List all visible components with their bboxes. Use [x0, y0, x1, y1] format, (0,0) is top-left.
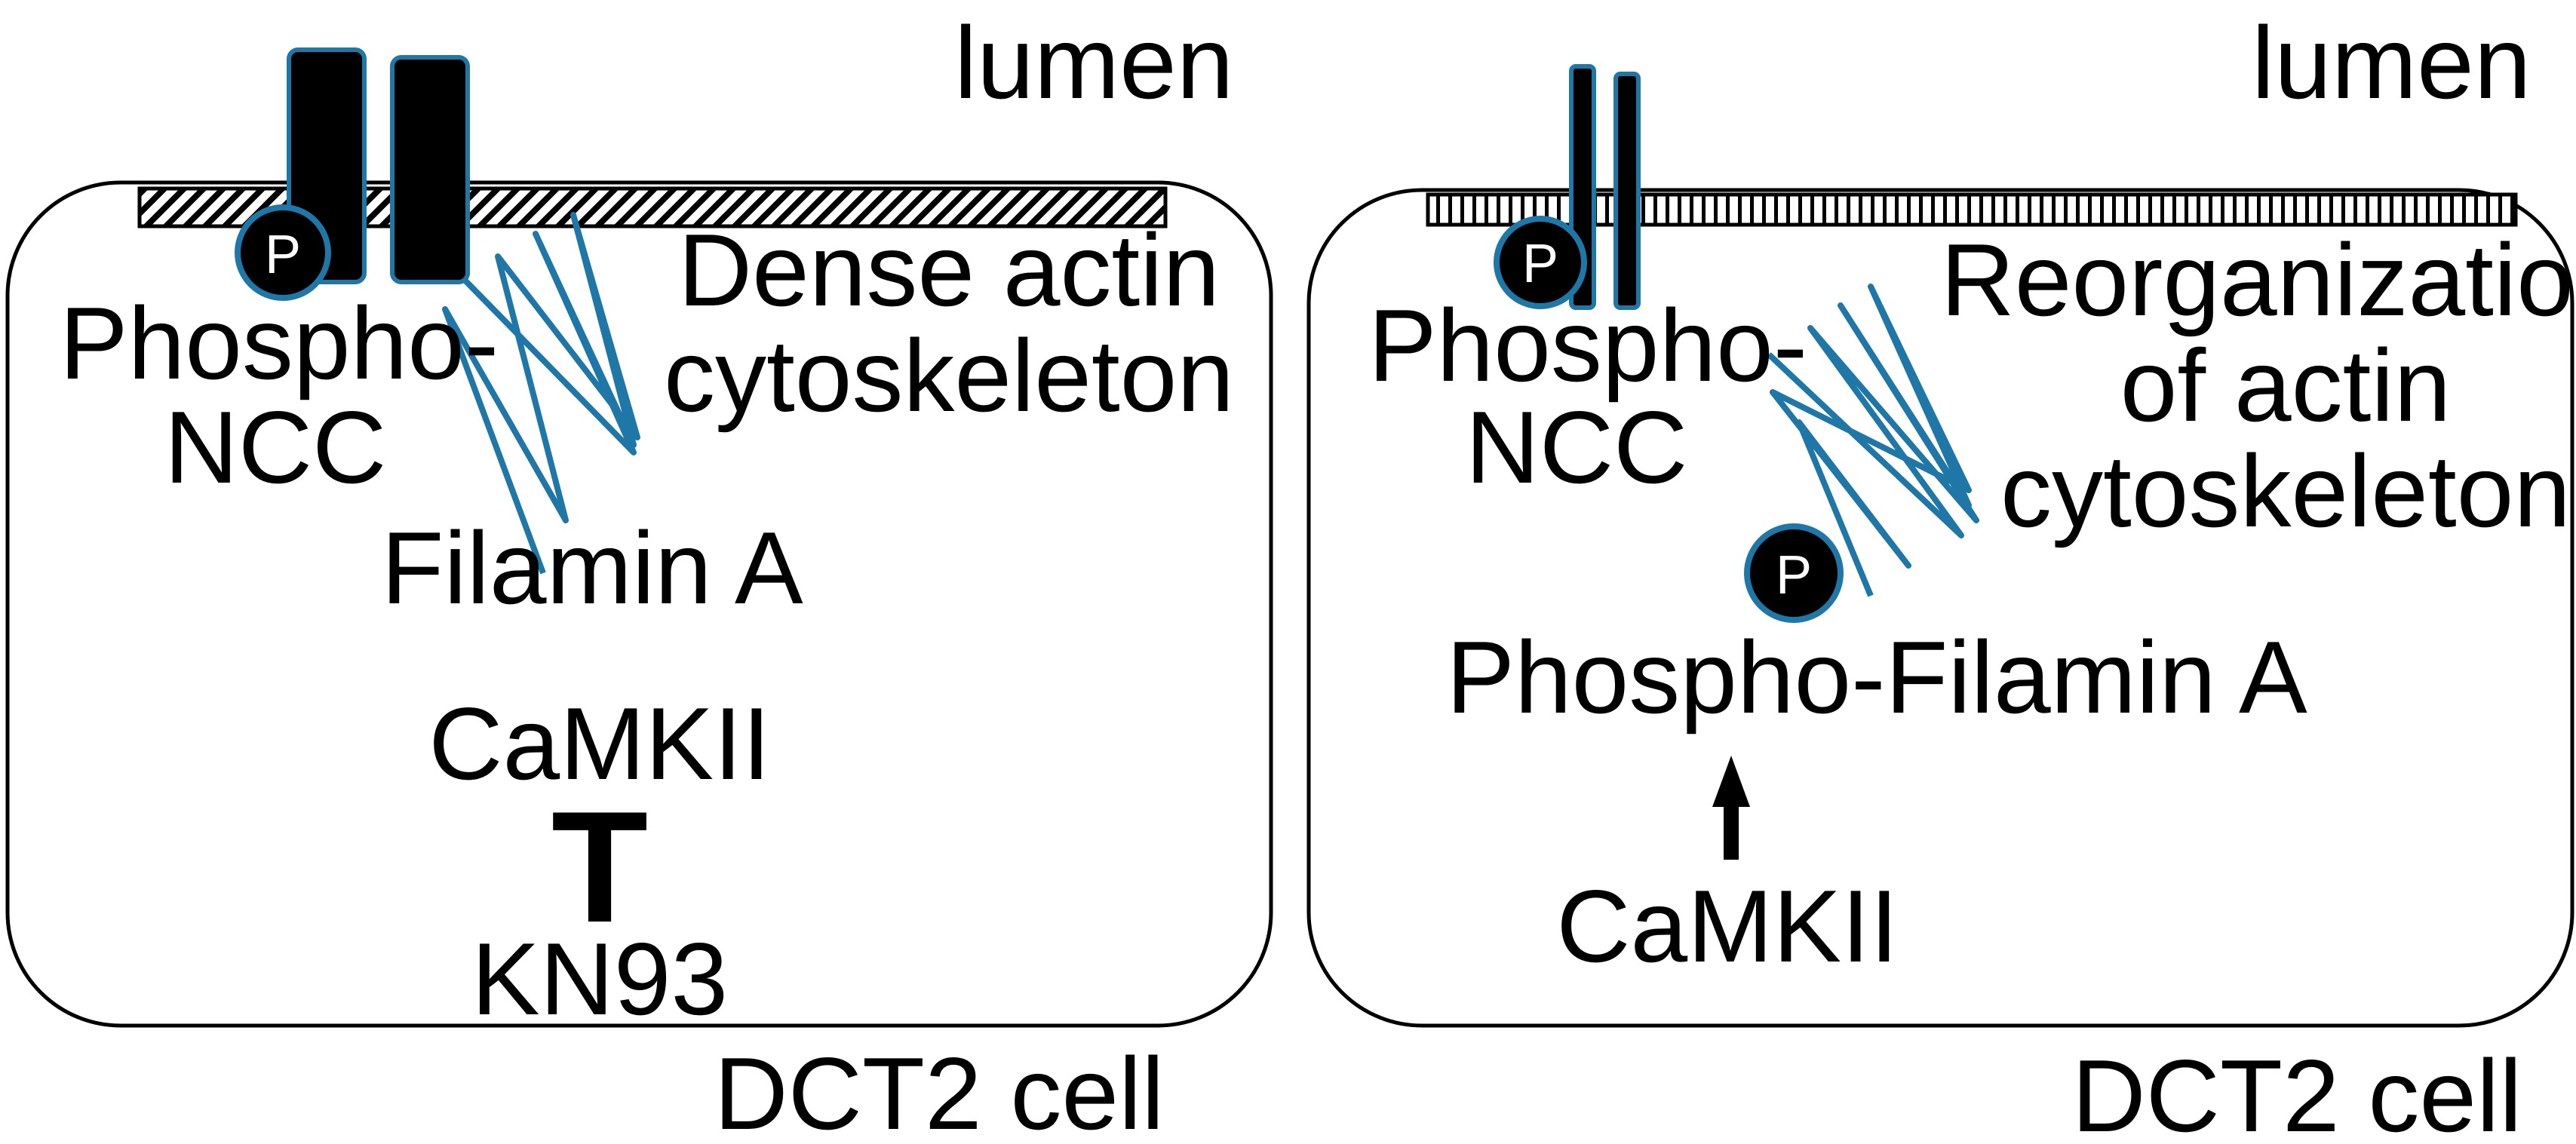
right-cell-label: DCT2 cell — [2072, 1038, 2522, 1144]
right-filamin-coil — [1767, 284, 1979, 597]
right-filamin-label: Phospho-Filamin A — [1446, 620, 2307, 735]
left-cell-outline — [5, 180, 1273, 1028]
right-actin-label-line1: Reorganization — [1941, 222, 2576, 337]
left-filamin-label: Filamin A — [381, 511, 803, 625]
right-filamin-phospho-badge — [1744, 523, 1844, 623]
left-ncc-label-line1: Phospho- — [60, 286, 499, 400]
left-phospho-badge-text: P — [265, 225, 301, 285]
left-filamin-coil — [442, 212, 640, 575]
right-ncc-transporter-2 — [1613, 72, 1641, 310]
left-phospho-badge — [235, 204, 331, 301]
right-membrane — [1426, 192, 2518, 227]
left-ncc-transporter-2 — [390, 55, 470, 284]
right-filamin-phospho-badge-text: P — [1776, 545, 1812, 606]
left-actin-label-line1: Dense actin — [678, 213, 1220, 327]
left-actin-label-line2: cytoskeleton — [664, 318, 1234, 433]
right-kinase-label: CaMKII — [1556, 869, 1898, 983]
left-ncc-label-line2: NCC — [164, 390, 387, 505]
left-panel: P lumen Phospho- NCC Dense actin cytoske… — [5, 5, 1273, 1144]
right-activation-arrow-head — [1712, 756, 1750, 807]
right-ncc-label-line2: NCC — [1466, 390, 1688, 505]
right-lumen-label: lumen — [2252, 5, 2531, 120]
left-inhibitor-label: KN93 — [471, 922, 728, 1036]
left-inhibition-symbol: T — [551, 778, 648, 955]
left-lumen-label: lumen — [954, 5, 1233, 120]
right-panel: P P lumen Phospho- NCC Reorganization of… — [1306, 5, 2576, 1144]
right-ncc-label-line1: Phospho- — [1368, 288, 1807, 403]
right-ncc-phospho-badge-text: P — [1522, 234, 1558, 294]
left-kinase-label: CaMKII — [428, 686, 770, 801]
right-actin-label-line2: of actin — [2120, 328, 2451, 443]
right-actin-label-line3: cytoskeleton — [2000, 434, 2571, 548]
left-cell-label: DCT2 cell — [714, 1036, 1165, 1144]
right-ncc-phospho-badge — [1494, 216, 1587, 309]
right-cell-outline — [1306, 188, 2574, 1028]
